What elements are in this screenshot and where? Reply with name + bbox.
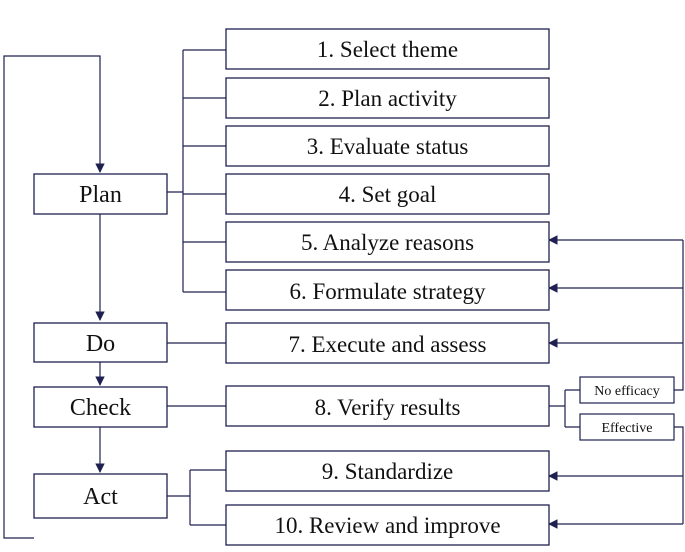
step-1-box: 1. Select theme bbox=[225, 28, 550, 70]
verify-fork bbox=[549, 389, 580, 428]
step-9-label: 9. Standardize bbox=[322, 459, 454, 484]
phase-plan-box: Plan bbox=[33, 173, 168, 215]
act-bracket bbox=[167, 469, 226, 526]
step-9-box: 9. Standardize bbox=[225, 450, 550, 492]
step-8-box: 8. Verify results bbox=[225, 385, 550, 427]
phase-act-box: Act bbox=[33, 473, 168, 519]
phase-check-box: Check bbox=[33, 386, 168, 428]
step-4-box: 4. Set goal bbox=[225, 173, 550, 215]
step-3-box: 3. Evaluate status bbox=[225, 125, 550, 167]
phase-do-label: Do bbox=[86, 331, 115, 357]
step-6-box: 6. Formulate strategy bbox=[225, 269, 550, 311]
step-6-label: 6. Formulate strategy bbox=[289, 279, 486, 304]
no-efficacy-feedback bbox=[674, 240, 684, 391]
step-2-label: 2. Plan activity bbox=[318, 86, 457, 111]
step-3-label: 3. Evaluate status bbox=[307, 134, 469, 159]
step-8-label: 8. Verify results bbox=[315, 395, 461, 420]
phase-act-label: Act bbox=[83, 484, 118, 510]
connector-lines bbox=[3, 49, 684, 539]
outcome-effective-label: Effective bbox=[601, 421, 652, 436]
step-7-box: 7. Execute and assess bbox=[225, 322, 550, 364]
effective-connector bbox=[674, 426, 684, 524]
step-10-label: 10. Review and improve bbox=[274, 513, 500, 538]
outcome-no-efficacy-label: No efficacy bbox=[594, 384, 659, 399]
phase-plan-label: Plan bbox=[79, 182, 122, 208]
step-2-box: 2. Plan activity bbox=[225, 77, 550, 119]
step-5-box: 5. Analyze reasons bbox=[225, 221, 550, 263]
loop-connector bbox=[3, 55, 105, 539]
step-5-label: 5. Analyze reasons bbox=[301, 230, 474, 255]
plan-bracket bbox=[167, 49, 226, 293]
step-10-box: 10. Review and improve bbox=[225, 504, 550, 546]
outcome-effective-box: Effective bbox=[579, 413, 675, 441]
step-7-label: 7. Execute and assess bbox=[289, 332, 487, 357]
phase-check-label: Check bbox=[70, 395, 131, 421]
outcome-no-efficacy-box: No efficacy bbox=[579, 376, 675, 404]
step-4-label: 4. Set goal bbox=[339, 182, 437, 207]
step-1-label: 1. Select theme bbox=[317, 37, 458, 62]
phase-do-box: Do bbox=[33, 322, 168, 363]
